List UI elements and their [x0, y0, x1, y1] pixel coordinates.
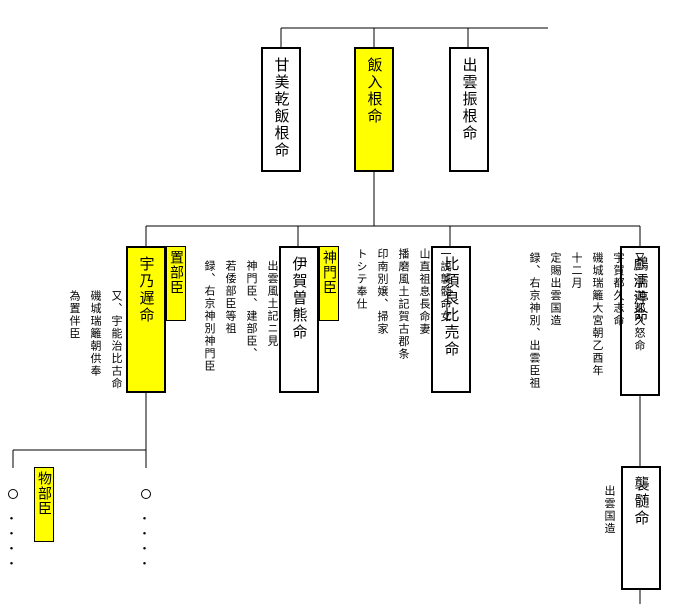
child-circle-right	[141, 489, 151, 499]
iga-note: 出雲風土記ニ見 神門臣、建部臣、 若倭部臣等祖 録、右京神別神門臣	[203, 260, 279, 373]
iga-label: 伊賀曽熊命	[290, 256, 309, 341]
iiiri-node: 飯入根命	[354, 47, 394, 172]
uno-node: 宇乃遅命	[126, 246, 166, 393]
kamutsu-note: 出雲国造	[603, 485, 616, 535]
uno-note: 又、宇能治比古命 磯城瑞籬朝供奉 為置伴臣	[68, 290, 123, 390]
ukatsu-node: 鸕濡渟命	[620, 246, 660, 396]
uno-label: 宇乃遅命	[137, 256, 156, 324]
iga-node: 伊賀曽熊命	[279, 246, 319, 393]
izumo-furune-node: 出雲振根命	[449, 47, 489, 172]
izumo-furune-label: 出雲振根命	[460, 57, 479, 142]
amami-label: 甘美乾飯根命	[272, 57, 291, 159]
mononobe-tag: 物部臣	[34, 467, 54, 542]
hisu-label: 比須良比売命	[442, 256, 461, 358]
ukatsu-note: 又、宇迦都久怒命 宇賀都久志命 磯城瑞籬大宮朝乙酉年 十二月 定賜出雲国造 録、…	[528, 252, 646, 390]
iiiri-label: 飯入根命	[365, 57, 384, 125]
amami-node: 甘美乾飯根命	[261, 47, 301, 172]
kamutsu-node: 襲髄命	[621, 466, 661, 590]
child-continuation-left: ・・・・	[4, 512, 18, 572]
uno-tag: 置部臣	[166, 246, 186, 321]
child-continuation-right: ・・・・	[137, 512, 151, 572]
hisu-node: 比須良比売命	[431, 246, 471, 393]
hisu-note: 一説襲髄命女 山直祖息長命妻 播磨風土記賀古郡条 印南別嬢、掃家 トシテ奉仕	[355, 248, 452, 361]
ukatsu-label: 鸕濡渟命	[631, 256, 650, 324]
kamutsu-label: 襲髄命	[632, 476, 651, 527]
child-circle-left	[8, 489, 18, 499]
iga-tag: 神門臣	[319, 246, 339, 321]
